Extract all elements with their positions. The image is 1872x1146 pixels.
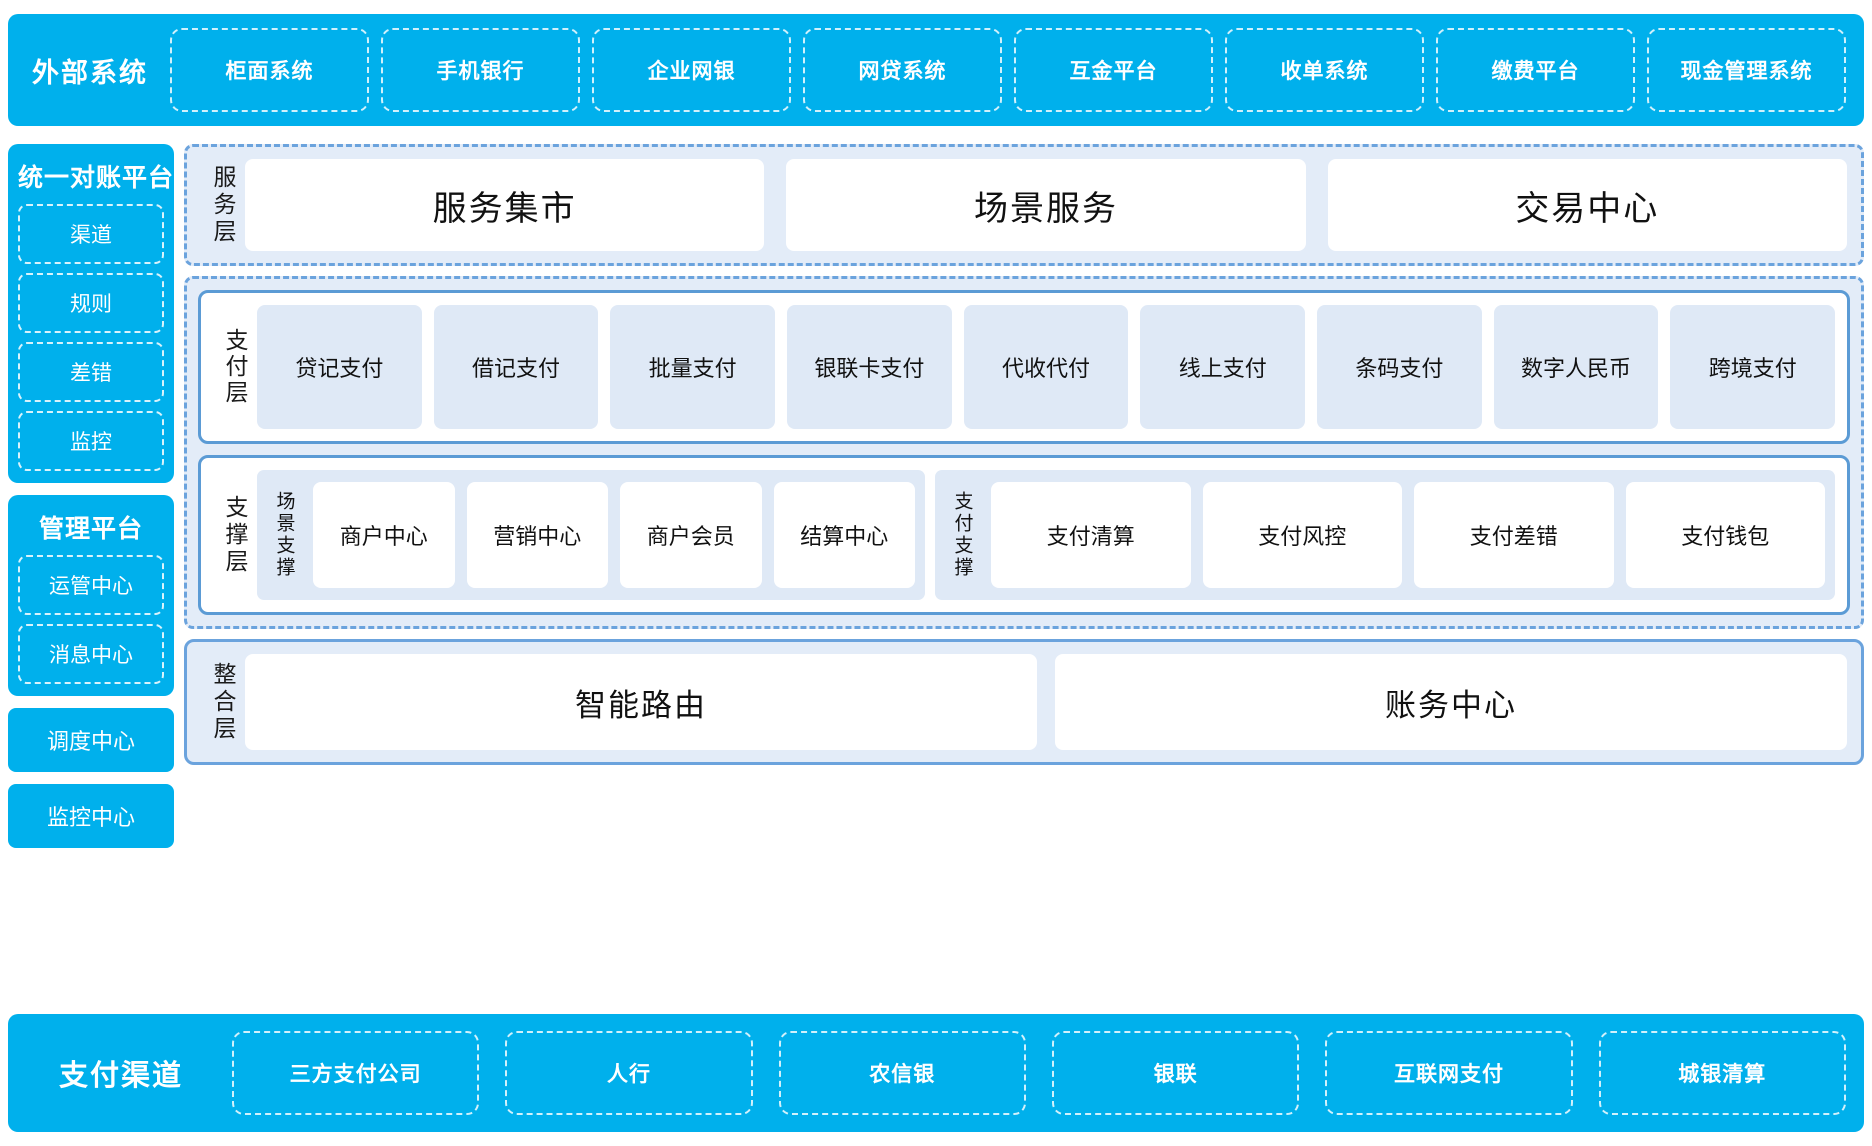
support-layer: 支撑层 场景支撑 商户中心 营销中心 商户会员 结算中心 支付支撑 bbox=[198, 455, 1850, 615]
payment-card-barcode[interactable]: 条码支付 bbox=[1317, 305, 1482, 429]
external-system-item[interactable]: 企业网银 bbox=[592, 28, 791, 112]
service-layer-cards: 服务集市 场景服务 交易中心 bbox=[245, 159, 1847, 251]
support-card-merchant-center[interactable]: 商户中心 bbox=[313, 482, 455, 588]
support-card-merchant-member[interactable]: 商户会员 bbox=[620, 482, 762, 588]
external-system-item[interactable]: 缴费平台 bbox=[1436, 28, 1635, 112]
payment-layer-label: 支付层 bbox=[222, 328, 248, 406]
sidebar-item-error[interactable]: 差错 bbox=[18, 342, 164, 402]
sidebar-item-scheduling-center[interactable]: 调度中心 bbox=[8, 708, 174, 772]
left-sidebar: 统一对账平台 渠道 规则 差错 监控 管理平台 运管中心 消息中心 调度中心 监… bbox=[8, 144, 174, 860]
integration-layer: 整合层 智能路由 账务中心 bbox=[184, 639, 1864, 765]
service-card-market[interactable]: 服务集市 bbox=[245, 159, 765, 251]
scene-support-cards: 商户中心 营销中心 商户会员 结算中心 bbox=[313, 482, 915, 588]
core-layers-container: 支付层 贷记支付 借记支付 批量支付 银联卡支付 代收代付 线上支付 条码支付 … bbox=[184, 276, 1864, 629]
external-system-item[interactable]: 互金平台 bbox=[1014, 28, 1213, 112]
sidebar-item-rule[interactable]: 规则 bbox=[18, 273, 164, 333]
support-card-payment-wallet[interactable]: 支付钱包 bbox=[1625, 482, 1825, 588]
external-system-item[interactable]: 手机银行 bbox=[381, 28, 580, 112]
support-card-payment-risk[interactable]: 支付风控 bbox=[1202, 482, 1402, 588]
payment-support-label: 支付支撑 bbox=[951, 491, 973, 579]
service-card-transaction[interactable]: 交易中心 bbox=[1327, 159, 1847, 251]
management-platform-title: 管理平台 bbox=[38, 515, 143, 543]
payment-channels-title: 支付渠道 bbox=[58, 1060, 183, 1092]
payment-card-cross-border[interactable]: 跨境支付 bbox=[1670, 305, 1836, 429]
payment-card-online[interactable]: 线上支付 bbox=[1140, 305, 1306, 429]
payment-support-group: 支付支撑 支付清算 支付风控 支付差错 支付钱包 bbox=[935, 470, 1835, 600]
sidebar-item-channel[interactable]: 渠道 bbox=[18, 204, 164, 264]
sidebar-item-monitoring-center[interactable]: 监控中心 bbox=[8, 784, 174, 848]
external-systems-title: 外部系统 bbox=[32, 57, 148, 88]
integration-layer-cards: 智能路由 账务中心 bbox=[245, 654, 1847, 750]
integration-card-smart-routing[interactable]: 智能路由 bbox=[245, 654, 1037, 750]
payment-card-credit[interactable]: 贷记支付 bbox=[257, 305, 422, 429]
payment-layer-cards: 贷记支付 借记支付 批量支付 银联卡支付 代收代付 线上支付 条码支付 数字人民… bbox=[257, 305, 1836, 429]
main-column: 服务层 服务集市 场景服务 交易中心 支付层 贷记支付 借记支付 批量支付 银联… bbox=[184, 144, 1864, 765]
sidebar-item-operation-center[interactable]: 运管中心 bbox=[18, 555, 164, 615]
sidebar-item-message-center[interactable]: 消息中心 bbox=[18, 624, 164, 684]
payment-card-batch[interactable]: 批量支付 bbox=[610, 305, 776, 429]
payment-channel-item[interactable]: 互联网支付 bbox=[1325, 1031, 1573, 1115]
payment-card-collection[interactable]: 代收代付 bbox=[963, 305, 1129, 429]
payment-card-unionpay[interactable]: 银联卡支付 bbox=[787, 305, 952, 429]
external-system-item[interactable]: 收单系统 bbox=[1225, 28, 1424, 112]
payment-channels-bar: 支付渠道 三方支付公司 人行 农信银 银联 互联网支付 城银清算 bbox=[8, 1014, 1864, 1132]
external-systems-bar: 外部系统 柜面系统 手机银行 企业网银 网贷系统 互金平台 收单系统 缴费平台 … bbox=[8, 14, 1864, 126]
service-card-scenario[interactable]: 场景服务 bbox=[786, 159, 1306, 251]
external-system-item[interactable]: 现金管理系统 bbox=[1647, 28, 1846, 112]
payment-layer: 支付层 贷记支付 借记支付 批量支付 银联卡支付 代收代付 线上支付 条码支付 … bbox=[198, 290, 1850, 444]
reconciliation-platform-card: 统一对账平台 渠道 规则 差错 监控 bbox=[8, 144, 174, 483]
support-card-payment-error[interactable]: 支付差错 bbox=[1414, 482, 1614, 588]
support-card-settlement-center[interactable]: 结算中心 bbox=[773, 482, 915, 588]
payment-channel-item[interactable]: 农信银 bbox=[778, 1031, 1026, 1115]
external-system-item[interactable]: 柜面系统 bbox=[170, 28, 369, 112]
payment-card-digital-rmb[interactable]: 数字人民币 bbox=[1493, 305, 1659, 429]
scene-support-label: 场景支撑 bbox=[273, 491, 295, 579]
payment-channel-item[interactable]: 人行 bbox=[505, 1031, 753, 1115]
payment-support-cards: 支付清算 支付风控 支付差错 支付钱包 bbox=[991, 482, 1825, 588]
service-layer-label: 服务层 bbox=[210, 164, 236, 246]
integration-card-accounting-center[interactable]: 账务中心 bbox=[1055, 654, 1847, 750]
sidebar-item-monitor[interactable]: 监控 bbox=[18, 411, 164, 471]
external-system-item[interactable]: 网贷系统 bbox=[803, 28, 1002, 112]
payment-channel-item[interactable]: 城银清算 bbox=[1598, 1031, 1846, 1115]
external-systems-list: 柜面系统 手机银行 企业网银 网贷系统 互金平台 收单系统 缴费平台 现金管理系… bbox=[170, 14, 1846, 126]
support-layer-label: 支撑层 bbox=[222, 494, 248, 576]
scene-support-group: 场景支撑 商户中心 营销中心 商户会员 结算中心 bbox=[257, 470, 925, 600]
support-layer-groups: 场景支撑 商户中心 营销中心 商户会员 结算中心 支付支撑 支付清算 支付风控 bbox=[257, 470, 1835, 600]
support-card-payment-clearing[interactable]: 支付清算 bbox=[991, 482, 1191, 588]
payment-card-debit[interactable]: 借记支付 bbox=[433, 305, 599, 429]
service-layer: 服务层 服务集市 场景服务 交易中心 bbox=[184, 144, 1864, 266]
management-platform-card: 管理平台 运管中心 消息中心 bbox=[8, 495, 174, 696]
reconciliation-platform-title: 统一对账平台 bbox=[18, 164, 175, 192]
payment-channel-item[interactable]: 三方支付公司 bbox=[232, 1031, 480, 1115]
payment-channels-list: 三方支付公司 人行 农信银 银联 互联网支付 城银清算 bbox=[232, 1014, 1846, 1132]
payment-channel-item[interactable]: 银联 bbox=[1051, 1031, 1300, 1115]
integration-layer-label: 整合层 bbox=[210, 661, 236, 743]
support-card-marketing-center[interactable]: 营销中心 bbox=[466, 482, 608, 588]
